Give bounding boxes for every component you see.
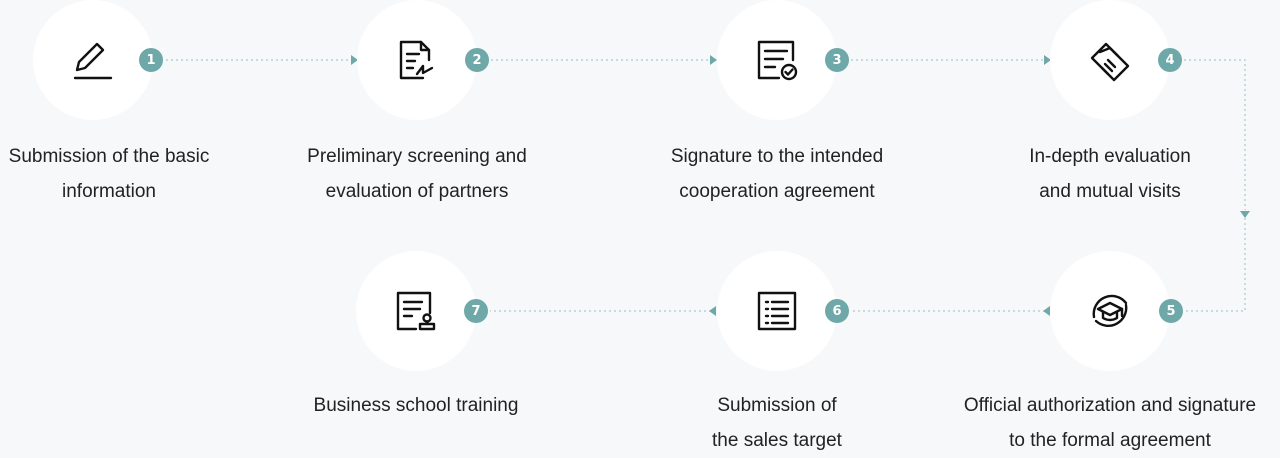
step-4-label-line-2: and mutual visits [1039, 181, 1181, 202]
step-3-label: Signature to the intended cooperation ag… [607, 139, 947, 209]
step-3-icon-circle [717, 0, 837, 120]
arrow-left-icon [1043, 306, 1050, 316]
arrow-left-icon [709, 306, 716, 316]
step-1-icon-circle [33, 0, 153, 120]
step-1-label: Submission of the basic information [0, 139, 279, 209]
step-1-label-line-2: information [62, 181, 156, 202]
arrow-right-icon [351, 55, 358, 65]
step-3-label-line-2: cooperation agreement [679, 181, 875, 202]
step-4-badge: 4 [1158, 48, 1182, 72]
step-4-label-line-1: In-depth evaluation [1029, 146, 1191, 167]
step-2-badge: 2 [465, 48, 489, 72]
step-4-label: In-depth evaluation and mutual visits [940, 139, 1280, 209]
step-6-label-line-2: the sales target [712, 430, 842, 451]
document-stamp-icon [396, 291, 436, 331]
step-5-label-line-2: to the formal agreement [1009, 430, 1211, 451]
step-6-icon-circle [717, 251, 837, 371]
step-6-label: Submission of the sales target [607, 388, 947, 458]
step-2-label-line-1: Preliminary screening and [307, 146, 527, 167]
step-5-icon-circle [1050, 251, 1170, 371]
arrow-right-icon [710, 55, 717, 65]
step-1-badge: 1 [139, 48, 163, 72]
arrow-right-icon [1044, 55, 1051, 65]
step-5-label-line-1: Official authorization and signature [963, 395, 1257, 416]
step-2-label: Preliminary screening and evaluation of … [247, 139, 587, 209]
list-document-icon [757, 291, 797, 331]
step-2-label-line-2: evaluation of partners [325, 181, 509, 202]
step-7-badge: 7 [464, 299, 488, 323]
step-6-badge: 6 [825, 299, 849, 323]
step-1-label-line-1: Submission of the basic [8, 146, 210, 167]
document-signature-icon [399, 40, 434, 80]
step-3-badge: 3 [825, 48, 849, 72]
step-3-label-line-1: Signature to the intended [670, 146, 884, 167]
step-6-label-line-1: Submission of [717, 395, 837, 416]
step-2-icon-circle [357, 0, 477, 120]
document-check-icon [757, 40, 798, 81]
graduation-handshake-icon [1092, 294, 1128, 327]
step-7-icon-circle [356, 251, 476, 371]
handshake-icon [1090, 42, 1130, 82]
pencil-underline-icon [73, 42, 113, 80]
arrow-down-icon [1240, 211, 1250, 218]
step-7-label-line-1: Business school training [313, 395, 519, 416]
step-7-label: Business school training [246, 388, 586, 423]
step-4-icon-circle [1050, 0, 1170, 120]
step-5-label: Official authorization and signature to … [940, 388, 1280, 458]
step-5-badge: 5 [1159, 299, 1183, 323]
